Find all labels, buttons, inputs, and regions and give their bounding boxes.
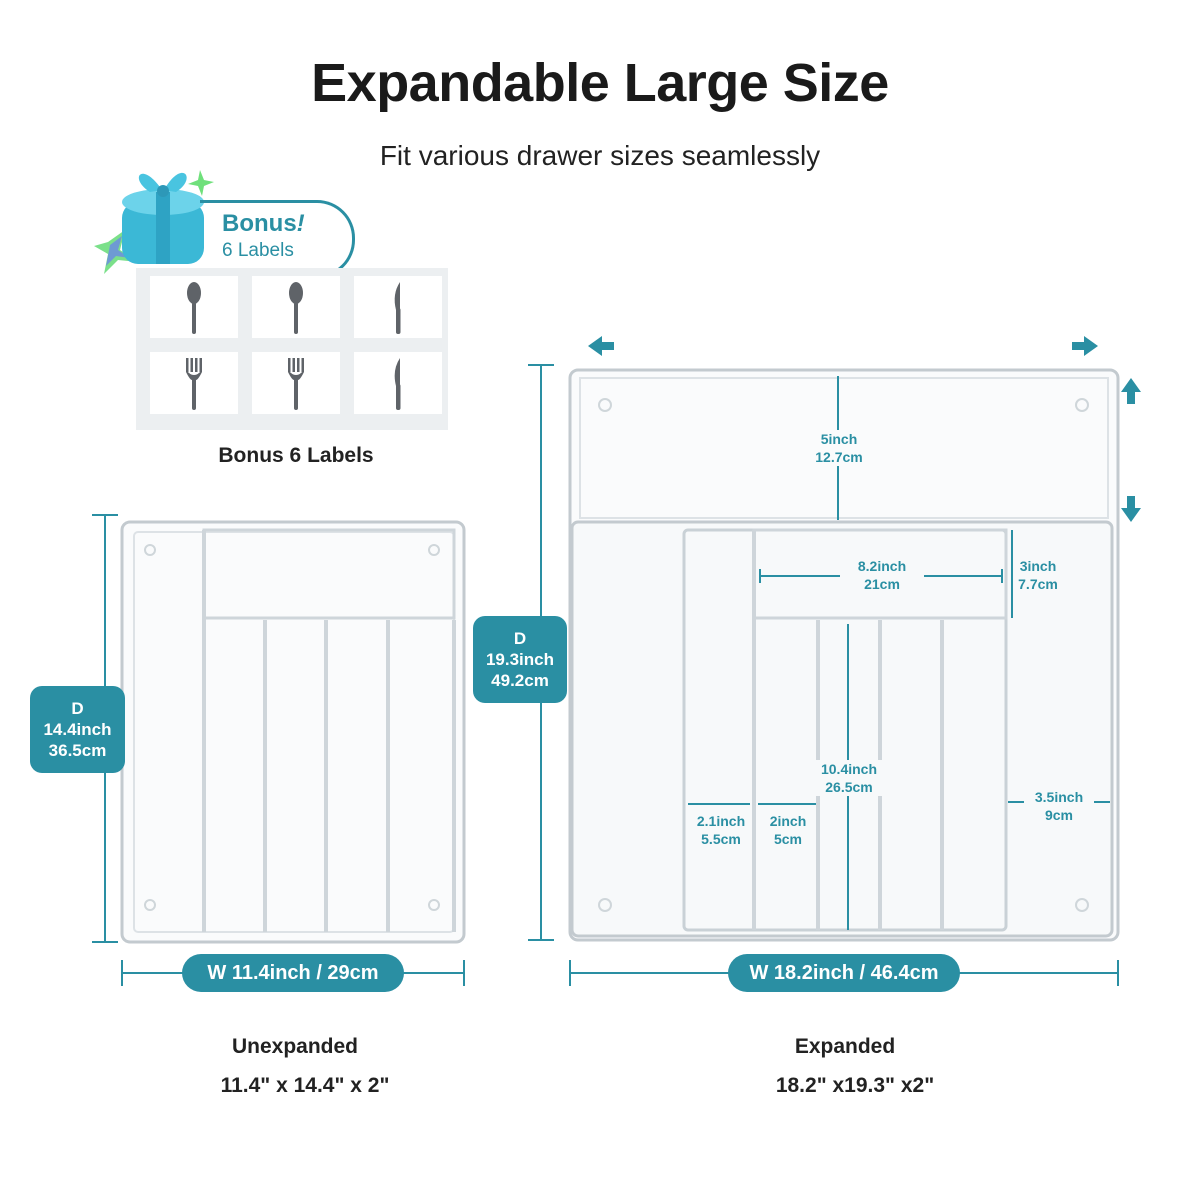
measure-3inch: 3inch 7.7cm xyxy=(1018,558,1058,592)
knife-icon xyxy=(394,358,401,410)
measure-2-1inch: 2.1inch 5.5cm xyxy=(696,813,746,847)
expanded-front-section xyxy=(570,520,1114,938)
label-cell xyxy=(354,352,442,414)
gift-icon xyxy=(94,170,214,274)
unexpanded-dims: 11.4" x 14.4" x 2" xyxy=(220,1074,390,1097)
fork-icon xyxy=(288,358,304,410)
expanded-dims: 18.2" x19.3" x2" xyxy=(775,1074,935,1097)
measure-2inch: 2inch 5cm xyxy=(769,813,807,847)
unexpanded-depth-pill: D 14.4inch 36.5cm xyxy=(30,686,125,773)
expanded-caption: Expanded xyxy=(794,1035,896,1058)
bonus-badge-subtitle: 6 Labels xyxy=(222,240,294,261)
bonus-caption: Bonus 6 Labels xyxy=(218,444,374,467)
page-title: Expandable Large Size xyxy=(311,53,889,113)
label-grid xyxy=(136,268,448,430)
fork-icon xyxy=(186,358,202,410)
label-cell xyxy=(252,352,340,414)
knife-icon xyxy=(394,282,401,334)
label-cell xyxy=(150,352,238,414)
measure-8-2inch: 8.2inch 21cm xyxy=(840,557,924,593)
page-subtitle: Fit various drawer sizes seamlessly xyxy=(379,140,821,171)
expanded-width-pill: W 18.2inch / 46.4cm xyxy=(728,954,960,992)
arrow-up-icon xyxy=(1121,378,1141,404)
label-cell xyxy=(354,276,442,338)
bonus-exclaim: ! xyxy=(296,210,305,237)
expanded-depth-pill: D 19.3inch 49.2cm xyxy=(473,616,567,703)
measure-10-4inch: 10.4inch 26.5cm xyxy=(808,760,890,796)
unexpanded-width-pill: W 11.4inch / 29cm xyxy=(182,954,404,992)
arrow-left-icon xyxy=(588,336,614,356)
bonus-badge-title: Bonus! xyxy=(222,210,305,237)
measure-3-5inch: 3.5inch 9cm xyxy=(1024,788,1094,824)
arrow-down-icon xyxy=(1121,496,1141,522)
arrow-right-icon xyxy=(1072,336,1098,356)
spoon-icon xyxy=(289,282,303,334)
label-cell xyxy=(252,276,340,338)
spoon-icon xyxy=(187,282,201,334)
unexpanded-caption: Unexpanded xyxy=(231,1035,359,1058)
measure-5inch: 5inch 12.7cm xyxy=(800,430,878,466)
label-cell xyxy=(150,276,238,338)
